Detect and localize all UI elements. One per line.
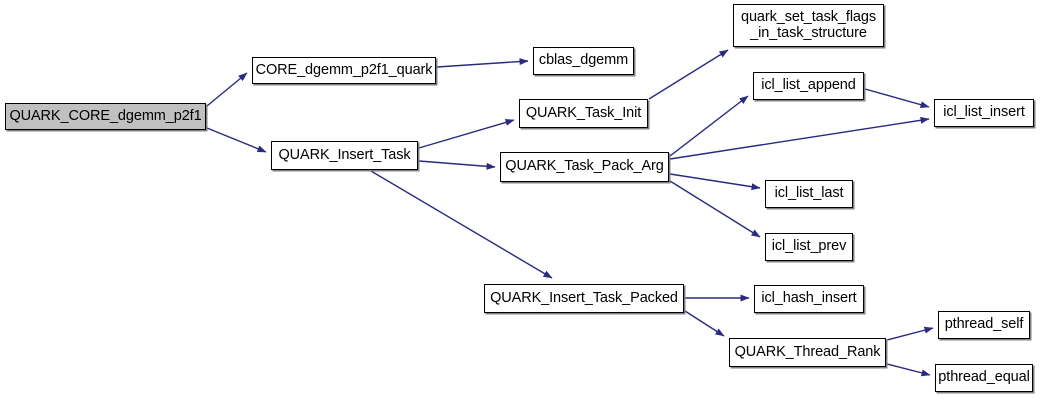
node-label: icl_list_last [774,185,844,202]
edge-quark_task_init-to-quark_set_task_flags_in_task_structure [648,49,729,100]
node-icl_list_append[interactable]: icl_list_append [753,72,864,100]
node-cblas_dgemm[interactable]: cblas_dgemm [533,47,634,75]
node-quark_task_init[interactable]: QUARK_Task_Init [519,99,648,128]
node-label: icl_list_prev [771,238,847,255]
node-icl_list_insert[interactable]: icl_list_insert [934,99,1034,127]
edge-icl_list_append-to-icl_list_insert [864,88,930,109]
edge-quark_thread_rank-to-pthread_self [886,326,934,341]
node-quark_insert_task_packed[interactable]: QUARK_Insert_Task_Packed [484,284,684,313]
node-label: pthread_self [944,316,1024,333]
node-icl_list_prev[interactable]: icl_list_prev [765,233,853,261]
node-label: icl_list_append [761,77,856,94]
edge-quark_core_dgemm_p2f1-to-core_dgemm_p2f1_quark [206,72,248,107]
node-quark_insert_task[interactable]: QUARK_Insert_Task [271,141,418,170]
edge-quark_task_pack_arg-to-icl_list_last [669,173,761,191]
node-label: QUARK_Task_Init [525,104,642,121]
node-label: icl_list_insert [943,104,1025,121]
node-pthread_self[interactable]: pthread_self [938,311,1030,339]
node-label: cblas_dgemm [538,52,629,69]
node-label: QUARK_Insert_Task_Packed [490,289,678,306]
node-icl_hash_insert[interactable]: icl_hash_insert [754,285,864,313]
node-label: icl_hash_insert [761,290,857,307]
edge-quark_insert_task-to-quark_task_init [418,119,515,149]
node-pthread_equal[interactable]: pthread_equal [935,364,1033,392]
edge-core_dgemm_p2f1_quark-to-cblas_dgemm [436,58,529,68]
node-label: QUARK_Task_Pack_Arg [505,158,664,175]
edge-quark_task_pack_arg-to-icl_list_insert [669,116,930,160]
node-label: QUARK_Thread_Rank [734,343,881,360]
edge-quark_insert_task-to-quark_insert_task_packed [370,170,553,279]
node-label: CORE_dgemm_p2f1_quark [255,61,433,78]
node-quark_core_dgemm_p2f1[interactable]: QUARK_CORE_dgemm_p2f1 [5,103,206,130]
edge-quark_task_pack_arg-to-icl_list_append [669,95,749,157]
node-label: pthread_equal [938,369,1030,386]
edge-quark_task_pack_arg-to-icl_list_prev [669,180,761,238]
node-quark_thread_rank[interactable]: QUARK_Thread_Rank [729,338,886,367]
node-label: QUARK_CORE_dgemm_p2f1 [9,107,202,124]
node-label: QUARK_Insert_Task [278,146,411,163]
node-label: quark_set_task_flags _in_task_structure [740,8,877,41]
node-icl_list_last[interactable]: icl_list_last [765,180,853,208]
edge-quark_insert_task_packed-to-quark_thread_rank [684,310,725,337]
node-quark_task_pack_arg[interactable]: QUARK_Task_Pack_Arg [500,152,669,182]
node-core_dgemm_p2f1_quark[interactable]: CORE_dgemm_p2f1_quark [252,57,436,84]
edge-quark_thread_rank-to-pthread_equal [886,363,931,377]
edge-quark_core_dgemm_p2f1-to-quark_insert_task [206,127,267,153]
edge-quark_insert_task-to-quark_task_pack_arg [418,160,496,170]
node-quark_set_task_flags_in_task_structure[interactable]: quark_set_task_flags _in_task_structure [733,4,884,47]
